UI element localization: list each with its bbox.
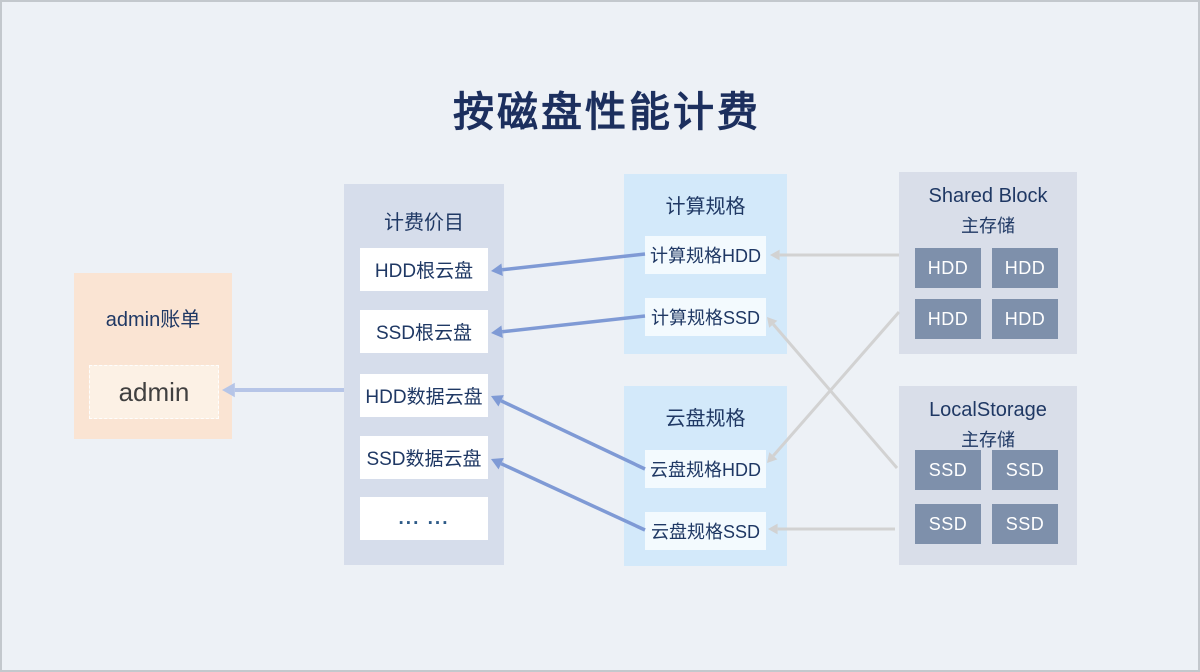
edge-compute-hdd-to-hdd-root <box>491 252 646 277</box>
price-item-hdd-data: HDD数据云盘 <box>360 374 488 417</box>
price-item-ellipsis: ... ... <box>360 497 488 540</box>
hdd-chip: HDD <box>992 248 1058 288</box>
edge-local-storage-to-disk-ssd <box>768 523 895 535</box>
page-title: 按磁盘性能计费 <box>453 89 761 135</box>
price-item-hdd-root: HDD根云盘 <box>360 248 488 291</box>
compute-spec-ssd: 计算规格SSD <box>645 298 766 336</box>
ssd-chip: SSD <box>915 504 981 544</box>
edge-price-list-to-admin <box>222 382 344 398</box>
local-storage-subtitle: 主存储 <box>961 430 1015 450</box>
disk-spec-title: 云盘规格 <box>665 408 746 430</box>
edge-disk-hdd-to-hdd-data <box>491 395 646 471</box>
local-storage-box: LocalStorage 主存储 SSD SSD SSD SSD <box>899 386 1077 565</box>
shared-block-subtitle: 主存储 <box>961 216 1015 236</box>
compute-spec-title: 计算规格 <box>665 196 746 218</box>
price-item-ssd-data: SSD数据云盘 <box>360 436 488 479</box>
disk-spec-hdd: 云盘规格HDD <box>645 450 766 488</box>
edge-compute-ssd-to-ssd-root <box>491 314 646 339</box>
hdd-chip: HDD <box>992 299 1058 339</box>
price-list-box: 计费价目 HDD根云盘 SSD根云盘 HDD数据云盘 SSD数据云盘 ... .… <box>344 184 504 565</box>
edge-disk-ssd-to-ssd-data <box>491 457 646 532</box>
price-list-title: 计费价目 <box>384 212 464 234</box>
shared-block-title: Shared Block <box>928 185 1048 207</box>
compute-spec-hdd: 计算规格HDD <box>645 236 766 274</box>
ssd-chip: SSD <box>992 504 1058 544</box>
hdd-chip: HDD <box>915 299 981 339</box>
compute-spec-box: 计算规格 计算规格HDD 计算规格SSD <box>624 174 787 354</box>
shared-block-box: Shared Block 主存储 HDD HDD HDD HDD <box>899 172 1077 354</box>
admin-bill-title: admin账单 <box>105 309 201 331</box>
local-storage-title: LocalStorage <box>929 399 1047 421</box>
price-item-ssd-root: SSD根云盘 <box>360 310 488 353</box>
disk-spec-ssd: 云盘规格SSD <box>645 512 766 550</box>
edge-shared-block-to-compute-hdd <box>770 249 899 261</box>
disk-spec-box: 云盘规格 云盘规格HDD 云盘规格SSD <box>624 386 787 566</box>
hdd-chip: HDD <box>915 248 981 288</box>
ssd-chip: SSD <box>915 450 981 490</box>
ssd-chip: SSD <box>992 450 1058 490</box>
admin-bill-box: admin账单 admin <box>74 273 232 439</box>
admin-bill-item: admin <box>89 365 219 419</box>
shared-block-chip-grid: HDD HDD HDD HDD <box>915 248 1058 339</box>
local-storage-chip-grid: SSD SSD SSD SSD <box>915 450 1058 544</box>
